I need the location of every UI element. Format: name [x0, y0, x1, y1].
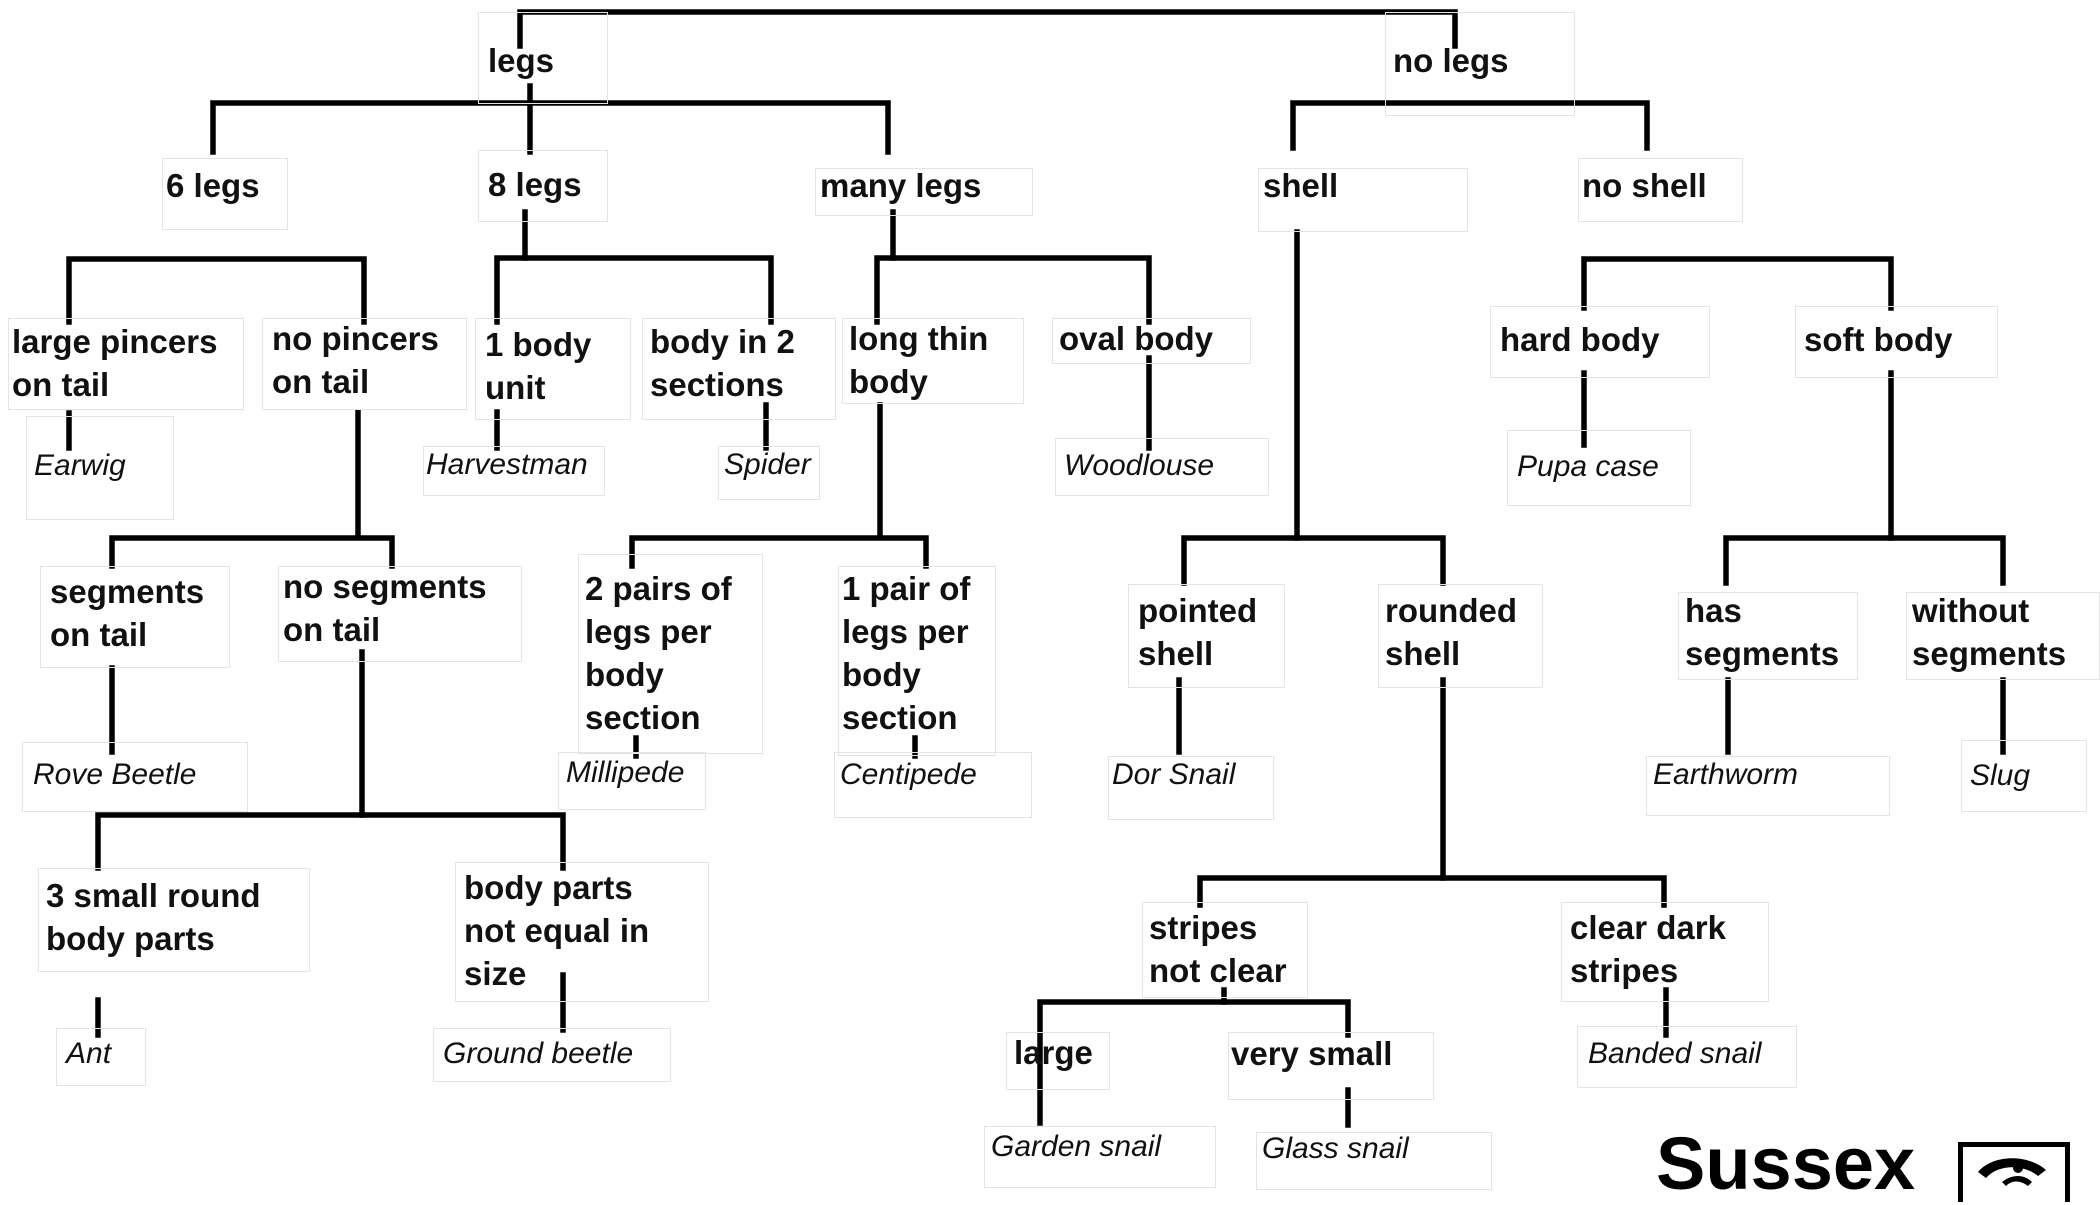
criterion-1-body-unit: 1 body unit [485, 326, 592, 406]
criterion-8-legs: 8 legs [488, 166, 582, 203]
box-segments-on-tail [40, 566, 230, 668]
box-large-pincers [8, 318, 244, 410]
box-rove-beetle [22, 742, 248, 812]
box-glass-snail [1256, 1132, 1492, 1190]
species-pupa-case: Pupa case [1517, 450, 1659, 483]
box-pupa-case [1507, 430, 1691, 506]
box-shell [1258, 168, 1468, 232]
criterion-segments-on-tail: segments on tail [50, 573, 205, 653]
criterion-body-2-sections: body in 2 sections [650, 323, 795, 403]
box-garden-snail [984, 1126, 1216, 1188]
criterion-has-segments: has segments [1685, 592, 1840, 672]
box-6-legs [162, 158, 288, 230]
box-ground-beetle [433, 1028, 671, 1082]
box-no-shell [1578, 158, 1743, 222]
species-banded-snail: Banded snail [1588, 1037, 1762, 1070]
criterion-no-pincers: no pincers on tail [272, 320, 439, 400]
species-dor-snail: Dor Snail [1112, 758, 1236, 791]
box-body-2-sections [642, 318, 836, 420]
box-earthworm [1646, 756, 1890, 816]
criterion-shell: shell [1263, 167, 1339, 204]
criterion-long-thin-body: long thin body [849, 320, 989, 400]
criterion-no-shell: no shell [1582, 167, 1707, 204]
box-stripes-not-clear [1142, 902, 1308, 998]
criterion-stripes-not-clear: stripes not clear [1149, 909, 1287, 989]
criterion-without-segments: without segments [1912, 592, 2067, 672]
box-centipede [834, 752, 1032, 818]
species-slug: Slug [1970, 759, 2031, 792]
species-spider: Spider [724, 448, 811, 481]
box-woodlouse [1055, 438, 1269, 496]
box-1-body-unit [475, 318, 631, 420]
criterion-clear-dark-stripes: clear dark stripes [1570, 909, 1726, 989]
box-many-legs [815, 168, 1033, 216]
criterion-6-legs: 6 legs [166, 167, 260, 204]
box-harvestman [423, 446, 605, 496]
species-ant: Ant [66, 1037, 112, 1070]
criterion-soft-body: soft body [1804, 321, 1953, 358]
box-no-pincers [262, 318, 467, 410]
box-very-small [1228, 1032, 1434, 1100]
box-pointed-shell [1128, 584, 1285, 688]
species-ground-beetle: Ground beetle [443, 1037, 634, 1070]
box-legs [478, 12, 608, 104]
box-rounded-shell [1378, 584, 1543, 688]
species-garden-snail: Garden snail [991, 1130, 1162, 1163]
box-soft-body [1795, 306, 1998, 378]
box-clear-dark-stripes [1561, 902, 1769, 1002]
species-earthworm: Earthworm [1653, 758, 1799, 791]
species-harvestman: Harvestman [426, 448, 588, 481]
criterion-legs: legs [488, 42, 555, 79]
criterion-oval-body: oval body [1059, 320, 1214, 357]
box-spider [718, 446, 820, 500]
box-large [1006, 1032, 1110, 1090]
box-banded-snail [1577, 1026, 1797, 1088]
sussex-logo-text: Sussex [1656, 1122, 1916, 1205]
box-no-segments-on-tail [278, 566, 522, 662]
box-3-small-round [38, 868, 310, 972]
box-no-legs [1385, 12, 1575, 116]
species-earwig: Earwig [34, 449, 126, 482]
box-hard-body [1490, 306, 1710, 378]
criterion-large: large [1014, 1034, 1093, 1071]
criterion-unequal-parts: body parts not equal in size [464, 869, 650, 992]
box-ant [56, 1028, 146, 1086]
box-has-segments [1678, 592, 1858, 680]
criterion-no-segments-on-tail: no segments on tail [283, 568, 487, 648]
box-millipede [558, 752, 706, 810]
species-millipede: Millipede [566, 756, 685, 789]
criterion-many-legs: many legs [820, 167, 982, 204]
box-oval-body [1052, 318, 1251, 364]
box-earwig [26, 416, 174, 520]
criterion-3-small-round: 3 small round body parts [46, 877, 261, 957]
criterion-hard-body: hard body [1500, 321, 1660, 358]
sussex-logo-emblem-icon [1958, 1142, 2070, 1202]
criterion-large-pincers: large pincers on tail [12, 323, 218, 403]
species-centipede: Centipede [840, 758, 977, 791]
criterion-no-legs: no legs [1393, 42, 1509, 79]
box-2-pairs [578, 554, 763, 754]
criterion-rounded-shell: rounded shell [1385, 592, 1517, 672]
box-1-pair [838, 566, 996, 756]
box-long-thin-body [842, 318, 1024, 404]
criterion-1-pair-legs: 1 pair of legs per body section [842, 570, 971, 736]
box-dor-snail [1108, 756, 1274, 820]
box-8-legs [478, 150, 608, 222]
criterion-very-small: very small [1231, 1035, 1393, 1072]
box-unequal-parts [455, 862, 709, 1002]
species-rove-beetle: Rove Beetle [33, 758, 197, 791]
box-slug [1961, 740, 2087, 812]
criterion-2-pairs-legs: 2 pairs of legs per body section [585, 570, 732, 736]
species-glass-snail: Glass snail [1262, 1132, 1409, 1165]
criterion-pointed-shell: pointed shell [1138, 592, 1258, 672]
species-woodlouse: Woodlouse [1064, 449, 1215, 482]
